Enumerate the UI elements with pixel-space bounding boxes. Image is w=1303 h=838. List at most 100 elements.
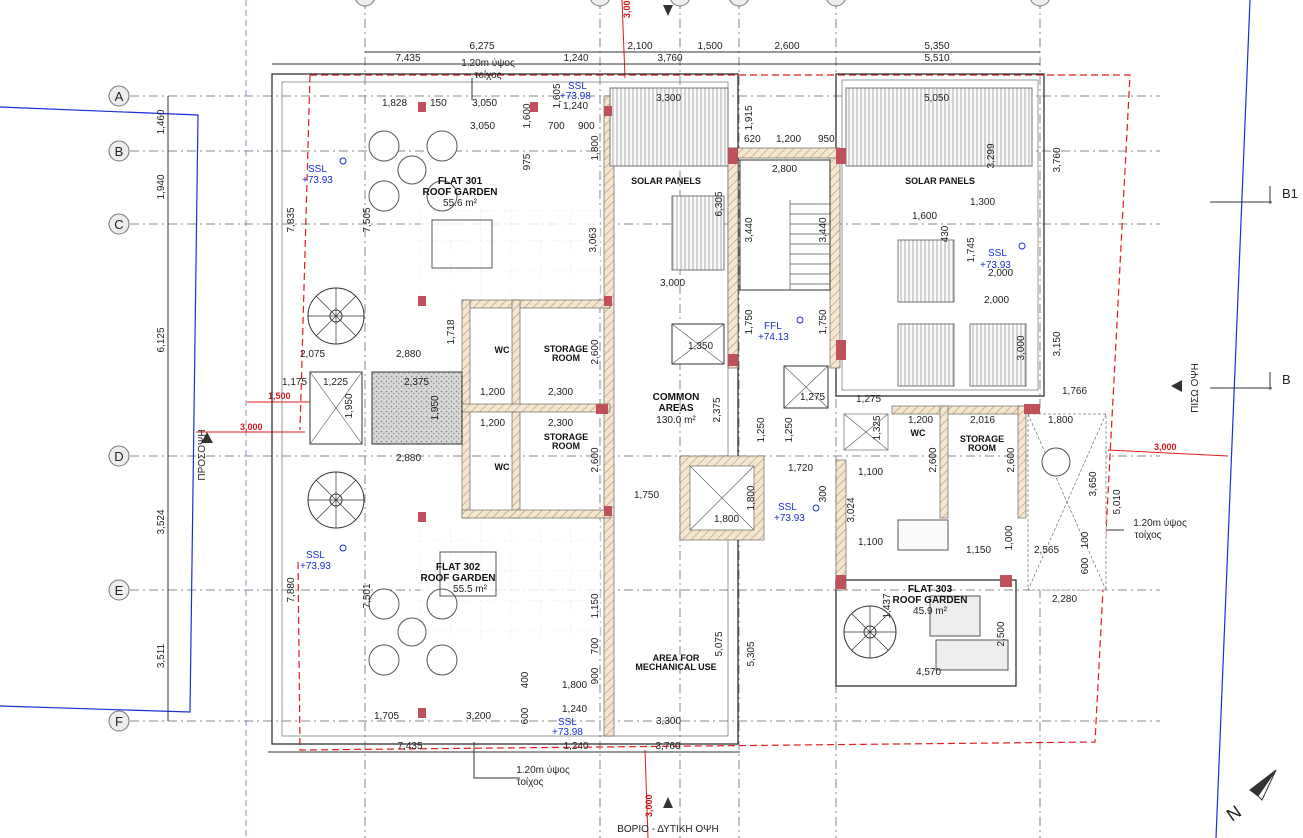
dim-l: 3,063 bbox=[588, 227, 599, 252]
flat302-name: FLAT 302 bbox=[436, 562, 481, 573]
dim-ch: 400 bbox=[520, 671, 531, 688]
dim-be: 1,745 bbox=[966, 237, 977, 262]
dim-x: 1,750 bbox=[818, 309, 829, 334]
dim-bz: 2,500 bbox=[996, 621, 1007, 646]
note-top-line2: τοίχος bbox=[475, 69, 502, 81]
top-grid-bubbles bbox=[355, 0, 1050, 7]
dim-bt: 1,150 bbox=[966, 545, 991, 556]
top-dimensions: 7,435 6,275 1,240 2,100 3,760 1,500 2,60… bbox=[272, 41, 1040, 65]
flat302-area: 55.5 m² bbox=[453, 584, 488, 595]
mechanical-line1: AREA FOR bbox=[653, 653, 700, 663]
dim-left-3: 6,125 bbox=[156, 327, 167, 352]
dim-v: 3,000 bbox=[660, 278, 685, 289]
dim-bottom-3: 3,760 bbox=[655, 741, 680, 752]
dim-by: 2,280 bbox=[1052, 594, 1077, 605]
dim-ca: 4,570 bbox=[916, 667, 941, 678]
grid-label-d: D bbox=[114, 449, 123, 464]
dim-top-9: 5,510 bbox=[924, 53, 949, 64]
northwest-elevation-label: ΒΟΡΙΟ - ΔΥΤΙΚΗ ΟΨΗ bbox=[617, 824, 719, 835]
staircase bbox=[739, 159, 831, 291]
ssl-2: SSL bbox=[306, 550, 325, 561]
storage-room-2-line2: ROOM bbox=[552, 441, 580, 451]
storage-room-1-line1: STORAGE bbox=[544, 344, 588, 354]
dim-o: 620 bbox=[744, 134, 761, 145]
dim-left-7: 7,880 bbox=[286, 577, 297, 602]
dim-bv: 1,437 bbox=[882, 593, 893, 618]
dim-ap: 1,750 bbox=[634, 490, 659, 501]
dim-cl: 600 bbox=[520, 707, 531, 724]
wc-3: WC bbox=[911, 428, 926, 438]
dim-b: 150 bbox=[430, 98, 447, 109]
ssl-6-value: +73.93 bbox=[774, 513, 805, 524]
dim-left-9: 7,501 bbox=[362, 583, 373, 608]
dim-m: 3,300 bbox=[656, 93, 681, 104]
dim-an: 2,375 bbox=[712, 397, 723, 422]
dim-cb: 1,150 bbox=[590, 593, 601, 618]
solar-panels bbox=[609, 87, 1033, 387]
ffl: FFL bbox=[764, 321, 782, 332]
garden-furniture bbox=[368, 130, 1071, 676]
dim-ay: 1,325 bbox=[872, 415, 883, 440]
spiral-stairs bbox=[307, 287, 897, 659]
dim-q: 950 bbox=[818, 134, 835, 145]
dim-aj: 1,950 bbox=[430, 395, 441, 420]
dim-cm: 1,240 bbox=[562, 704, 587, 715]
grid-label-a: A bbox=[115, 89, 124, 104]
common-area: 130.0 m² bbox=[656, 415, 696, 426]
room-labels: FLAT 301 ROOF GARDEN 55.6 m² FLAT 302 RO… bbox=[421, 176, 1005, 672]
dim-ah: 2,300 bbox=[548, 387, 573, 398]
shaft-boxes bbox=[309, 323, 1107, 591]
dim-bj: 1,766 bbox=[1062, 386, 1087, 397]
dim-aw: 1,275 bbox=[800, 392, 825, 403]
level-markers: SSL +73.93 SSL +73.93 SSL +73.98 SSL +73… bbox=[300, 81, 1026, 738]
dim-ac: 2,600 bbox=[590, 339, 601, 364]
note-right-line1: 1.20m ύψος bbox=[1133, 517, 1187, 529]
front-elevation-label: ΠΡΟΣΟΨΗ bbox=[197, 429, 208, 480]
wall-notes: 1.20m ύψος τοίχος 1.20m ύψος τοίχος 1.20… bbox=[461, 57, 1187, 788]
flat303-area: 45.9 m² bbox=[913, 606, 948, 617]
rear-elevation-label: ΠΙΣΩ ΟΨΗ bbox=[1190, 363, 1201, 413]
flat301-area: 55.6 m² bbox=[443, 198, 478, 209]
dim-bo: 1,100 bbox=[858, 467, 883, 478]
ssl-5-value: +73.93 bbox=[980, 260, 1011, 271]
wc-1: WC bbox=[495, 345, 510, 355]
dim-d: 3,050 bbox=[470, 121, 495, 132]
flat301-name: FLAT 301 bbox=[438, 176, 483, 187]
dim-ad: 1,175 bbox=[282, 377, 307, 388]
dim-left-6: 7,835 bbox=[286, 207, 297, 232]
dim-h: 900 bbox=[578, 121, 595, 132]
setback-right: 3,000 bbox=[1154, 442, 1177, 452]
dim-bn: 1,800 bbox=[1048, 415, 1073, 426]
dim-bl: 1,200 bbox=[908, 415, 933, 426]
dim-bf: 2,000 bbox=[988, 268, 1013, 279]
dim-cf: 3,300 bbox=[656, 716, 681, 727]
setback-top: 3,000 bbox=[622, 0, 632, 18]
storage-room-1-line2: ROOM bbox=[552, 353, 580, 363]
dim-z: 1,718 bbox=[446, 319, 457, 344]
dim-j: 975 bbox=[522, 153, 533, 170]
storage-room-2-line1: STORAGE bbox=[544, 432, 588, 442]
dim-ao: 2,880 bbox=[396, 453, 421, 464]
dim-y: 1,350 bbox=[688, 341, 713, 352]
note-right-line2: τοίχος bbox=[1135, 529, 1162, 541]
dim-bi: 3,000 bbox=[1016, 335, 1027, 360]
dim-af: 2,375 bbox=[404, 377, 429, 388]
inner-dimensions-vertical: 1,605 1,600 975 1,800 3,063 1,915 3,440 … bbox=[344, 83, 1123, 724]
setback-left: 3,000 bbox=[240, 422, 263, 432]
dim-top-4: 2,100 bbox=[627, 41, 652, 52]
note-bottom-line1: 1.20m ύψος bbox=[516, 764, 570, 776]
dim-top-8: 5,350 bbox=[924, 41, 949, 52]
dim-u: 6,305 bbox=[714, 191, 725, 216]
dim-left-1: 1,460 bbox=[156, 109, 167, 134]
ssl-1: SSL bbox=[308, 164, 327, 175]
dim-bw: 3,650 bbox=[1088, 471, 1099, 496]
left-dimensions: 1,460 1,940 6,125 3,524 3,511 7,835 7,88… bbox=[156, 96, 373, 721]
solar-label-1: SOLAR PANELS bbox=[631, 176, 701, 186]
flat302-type: ROOF GARDEN bbox=[421, 573, 496, 584]
dim-top-6: 1,500 bbox=[697, 41, 722, 52]
ssl-2-value: +73.93 bbox=[300, 561, 331, 572]
dim-az: 5,050 bbox=[924, 93, 949, 104]
dim-bs: 1,100 bbox=[858, 537, 883, 548]
setback-small: 1,500 bbox=[268, 391, 291, 401]
section-b-label: B bbox=[1282, 372, 1291, 387]
